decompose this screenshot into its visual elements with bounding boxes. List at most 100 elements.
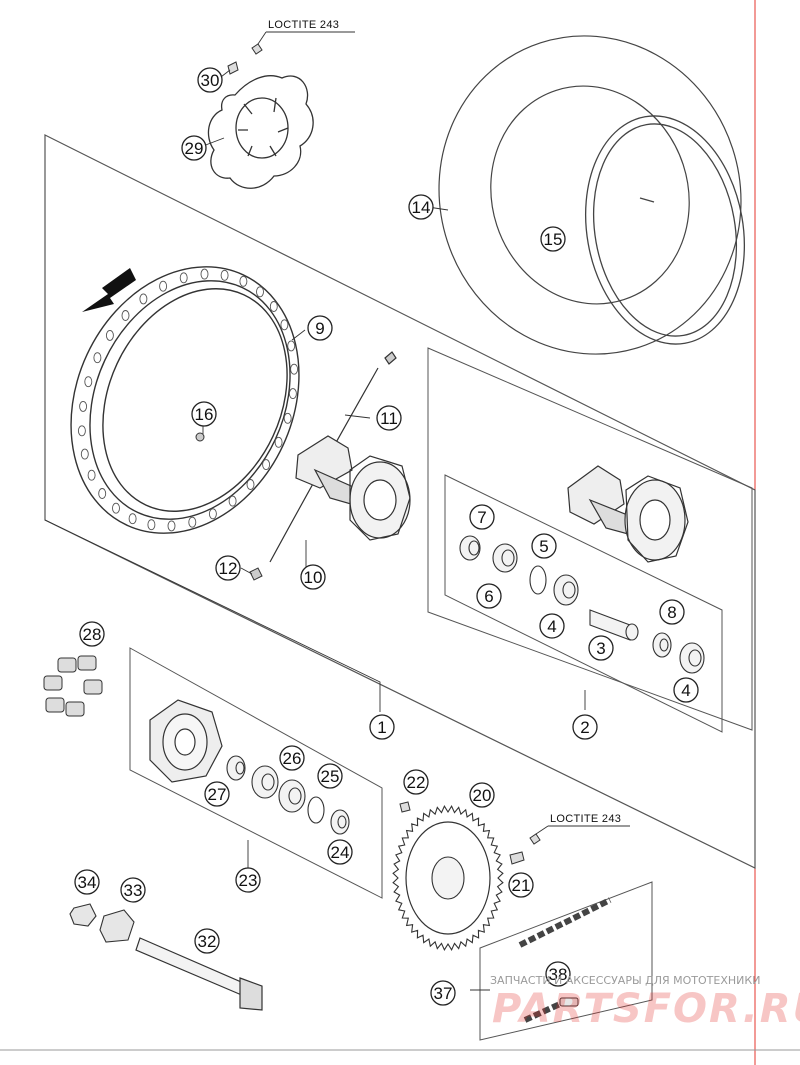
tire [438, 35, 742, 355]
callout-28: 28 [79, 621, 105, 647]
callout-label: 4 [547, 617, 556, 636]
callout-7: 7 [469, 504, 495, 530]
callout-37: 37 [430, 980, 456, 1006]
callout-33: 33 [120, 877, 146, 903]
callout-circle [317, 763, 343, 789]
callout-12: 12 [215, 555, 241, 581]
callout-circle [215, 555, 241, 581]
callout-circle [376, 405, 402, 431]
callout-label: 26 [283, 749, 302, 768]
callout-circle [191, 401, 217, 427]
callout-circle [327, 839, 353, 865]
callout-circle [79, 621, 105, 647]
callout-circle [403, 769, 429, 795]
callout-circle [572, 714, 598, 740]
callout-label: 25 [321, 767, 340, 786]
callout-9: 9 [307, 315, 333, 341]
callout-8: 8 [659, 599, 685, 625]
wheel-hub [295, 435, 411, 541]
callout-circle [508, 872, 534, 898]
chain [518, 897, 612, 1023]
callout-label: 28 [83, 625, 102, 644]
spoke-hole [280, 319, 289, 331]
spoke-hole [256, 286, 264, 298]
callout-26: 26 [279, 745, 305, 771]
callout-11: 11 [376, 405, 402, 431]
wheel-assembly-frame [44, 134, 756, 869]
callout-circle [279, 745, 305, 771]
spoke-hole [139, 293, 148, 305]
spoke-hole [147, 519, 156, 531]
callout-circle [588, 635, 614, 661]
spoke-hole [98, 488, 107, 499]
spoke-hole [208, 508, 217, 520]
callout-4: 4 [673, 677, 699, 703]
spoke-hole [200, 268, 209, 280]
callout-32: 32 [194, 928, 220, 954]
callout-circle [307, 315, 333, 341]
callout-label: 4 [681, 681, 690, 700]
leader-lines [44, 31, 630, 991]
callout-21: 21 [508, 872, 534, 898]
spoke-hole [269, 301, 278, 312]
callout-circle [659, 599, 685, 625]
callout-label: 32 [198, 932, 217, 951]
callout-label: 6 [484, 587, 493, 606]
callout-circle [120, 877, 146, 903]
spoke-hole [159, 280, 168, 292]
callout-label: 2 [580, 718, 589, 737]
callout-label: 23 [239, 871, 258, 890]
callout-5: 5 [531, 533, 557, 559]
callout-label: 22 [407, 773, 426, 792]
callout-circle [673, 677, 699, 703]
callout-label: 14 [412, 198, 431, 217]
callout-34: 34 [74, 869, 100, 895]
callout-label: 38 [549, 965, 568, 984]
callout-circle [476, 583, 502, 609]
callout-label: 5 [539, 537, 548, 556]
callout-circle [430, 980, 456, 1006]
rear-hub [567, 465, 689, 563]
rotation-arrow-icon [82, 268, 136, 312]
callout-label: 15 [544, 230, 563, 249]
brake-disc [207, 75, 314, 189]
callout-23: 23 [235, 867, 261, 893]
sprocket-carrier [149, 699, 223, 783]
callout-27: 27 [204, 781, 230, 807]
loctite-note-bottom: LOCTITE 243 [550, 813, 621, 825]
callout-circle [204, 781, 230, 807]
callout-circle [300, 564, 326, 590]
callout-label: 30 [201, 71, 220, 90]
spoke-hole [239, 275, 248, 287]
spoke-hole [287, 340, 296, 352]
callout-15: 15 [540, 226, 566, 252]
callout-circle [369, 714, 395, 740]
spoke-hole [77, 425, 86, 437]
callout-circle [539, 613, 565, 639]
callout-circle [408, 194, 434, 220]
callout-label: 16 [195, 405, 214, 424]
callout-label: 7 [477, 508, 486, 527]
spoke-hole [220, 269, 229, 281]
spoke-hole [93, 352, 102, 364]
spoke-hole [84, 376, 93, 388]
callout-circle [545, 961, 571, 987]
spoke-hole [228, 495, 237, 507]
callout-10: 10 [300, 564, 326, 590]
callout-circle [469, 504, 495, 530]
callout-label: 11 [380, 409, 398, 428]
callout-3: 3 [588, 635, 614, 661]
hub-assembly-frame [427, 347, 753, 731]
callout-14: 14 [408, 194, 434, 220]
callout-label: 34 [78, 873, 97, 892]
callout-circle [235, 867, 261, 893]
spoke-hole [105, 329, 114, 341]
callout-label: 20 [473, 786, 492, 805]
spoke-hole [274, 436, 283, 448]
callout-label: 9 [315, 319, 324, 338]
spoke-hole [87, 469, 96, 481]
spoke-hole [288, 388, 297, 400]
spoke-hole [79, 400, 88, 412]
callout-30: 30 [197, 67, 223, 93]
